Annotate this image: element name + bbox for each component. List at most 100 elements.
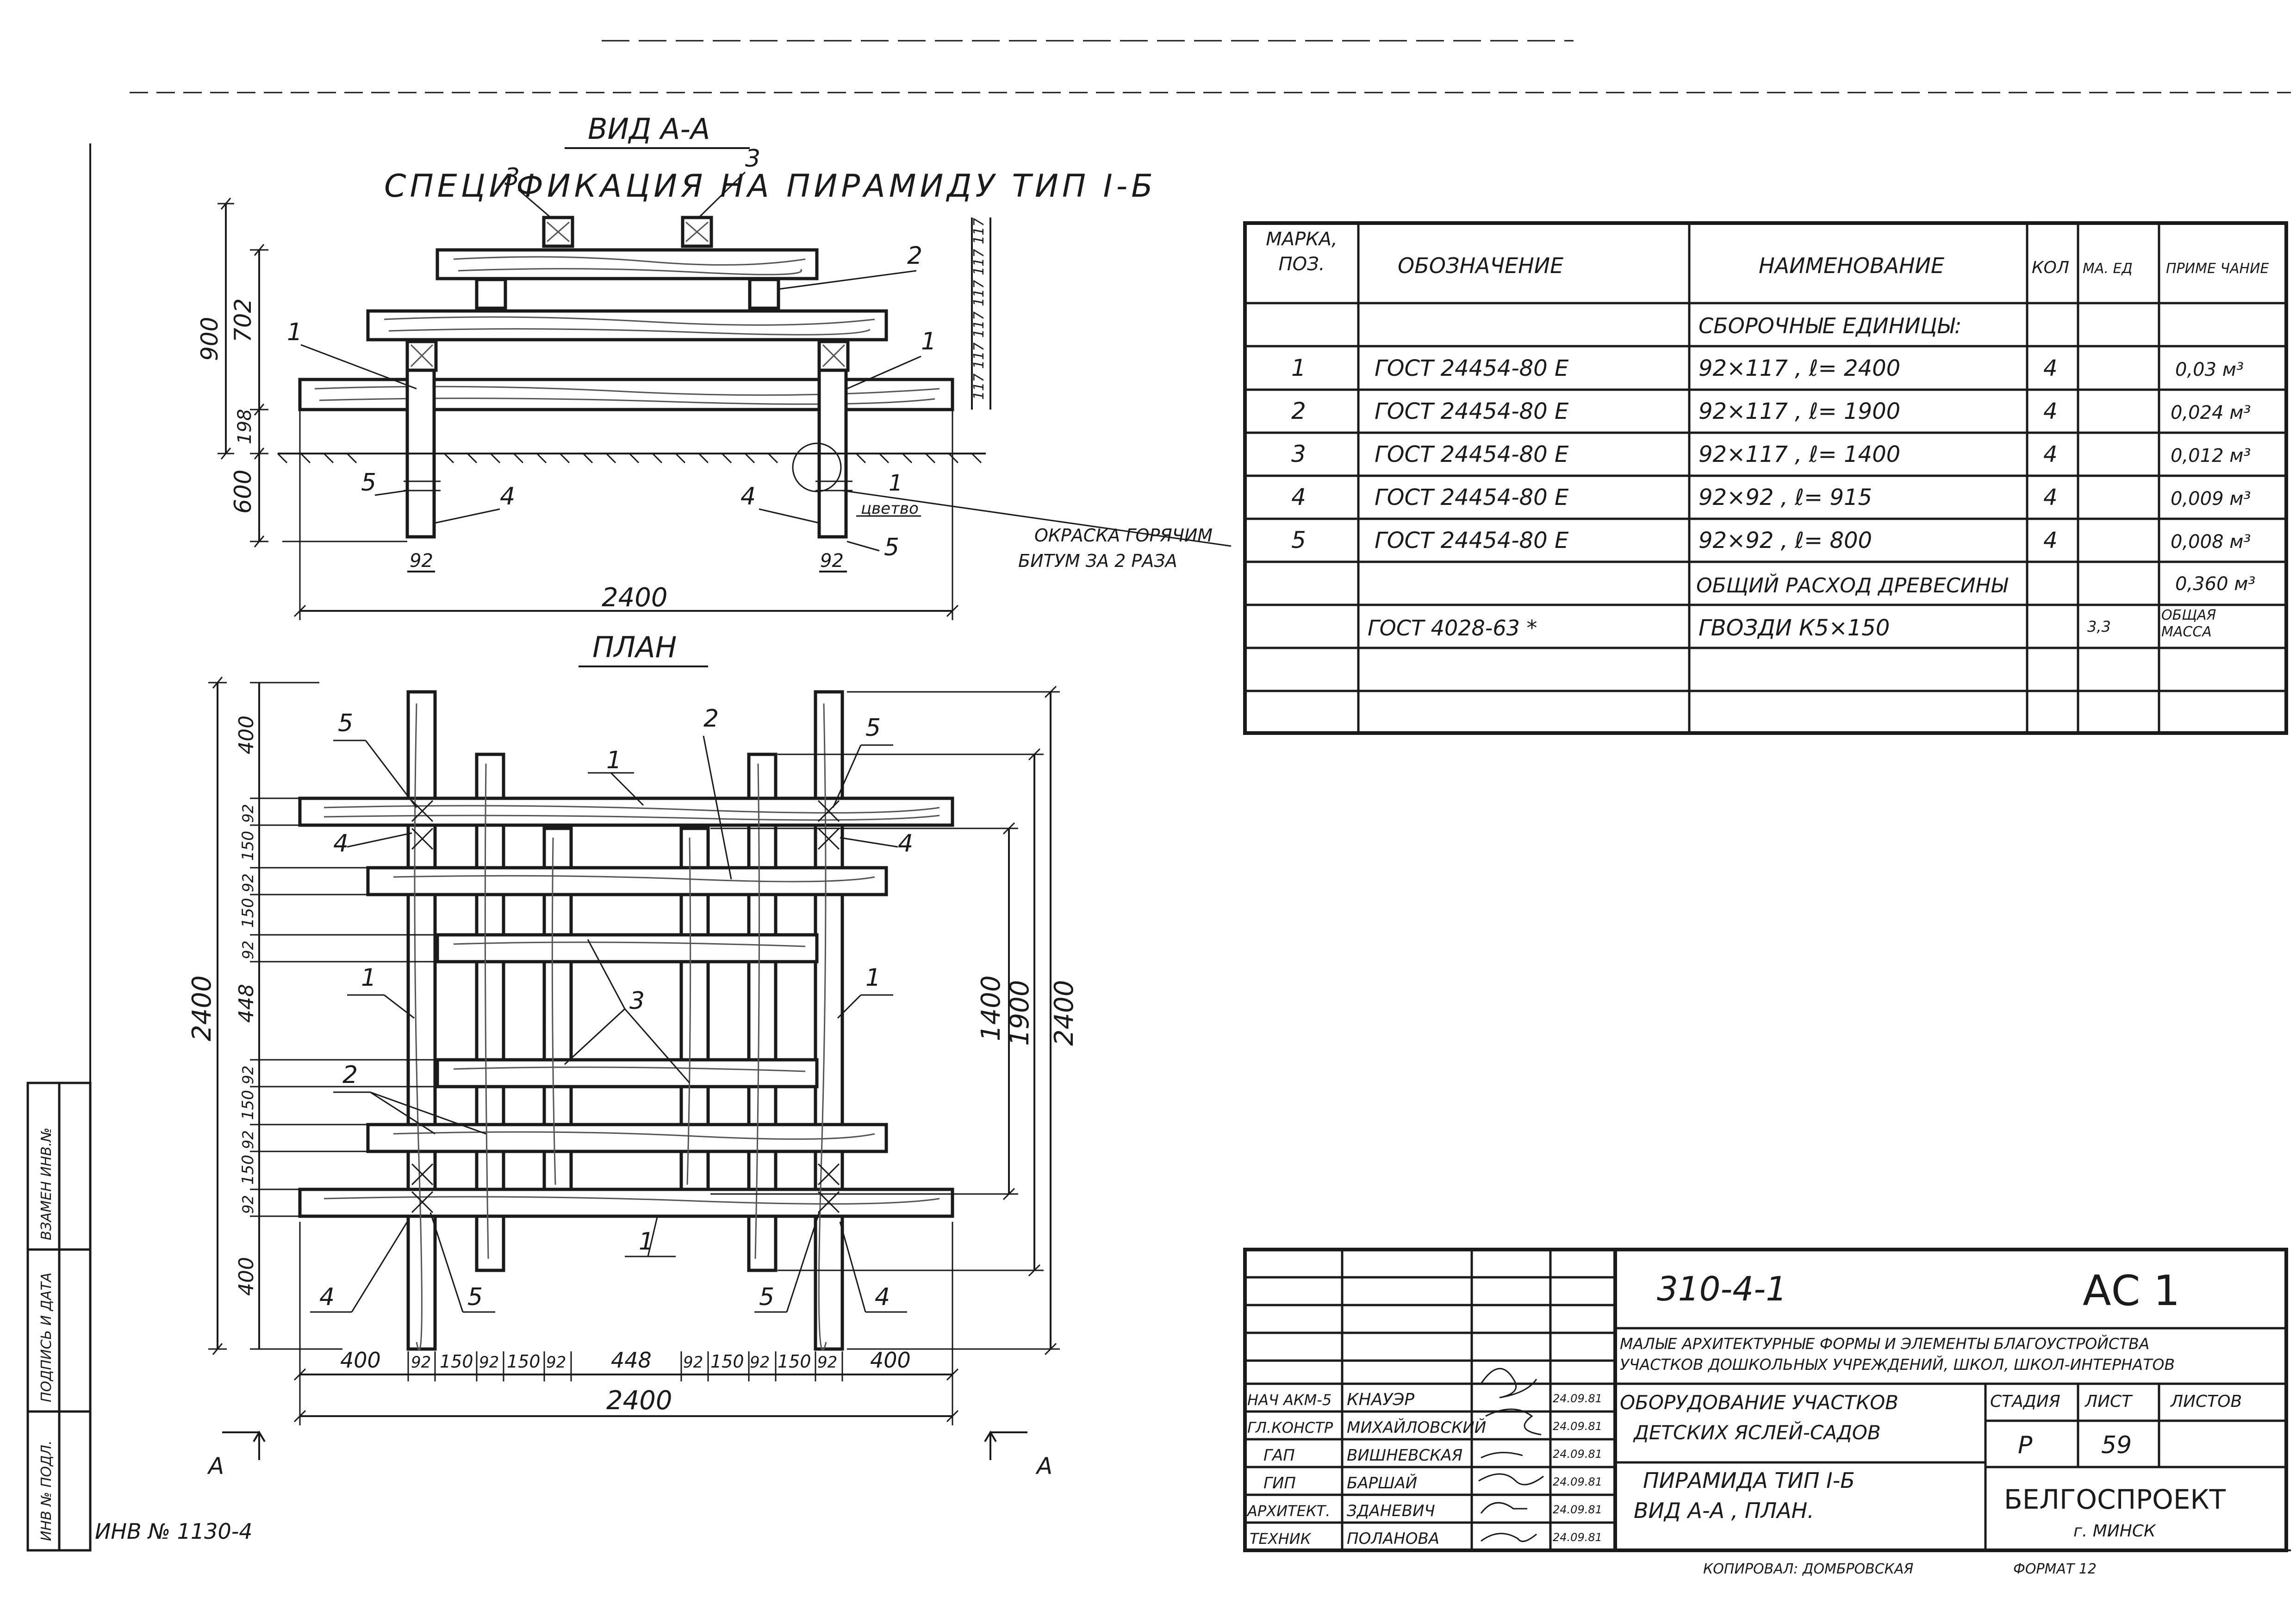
- spec-row-3-doc: ГОСТ 24454-80 Е: [1375, 442, 1569, 467]
- dim-1900: 1900: [1005, 980, 1035, 1046]
- section-line1: ОБОРУДОВАНИЕ УЧАСТКОВ: [1620, 1391, 1898, 1414]
- vdim-8: 150: [239, 1090, 257, 1120]
- sheet-format: ФОРМАТ 12: [2013, 1561, 2097, 1577]
- dim-117-6: 117: [971, 373, 987, 400]
- dim-198: 198: [234, 409, 255, 444]
- spec-row-4-qty: 4: [2043, 485, 2058, 510]
- spec-header-mass: МА. ЕД: [2083, 261, 2133, 277]
- callout-3b: 3: [745, 145, 760, 173]
- staff-date-2: 24.09.81: [1553, 1420, 1602, 1433]
- sheet-title-line2: ВИД А-А , ПЛАН.: [1634, 1498, 1814, 1523]
- spec-row-3-qty: 4: [2043, 442, 2058, 467]
- doc-code: 310-4-1: [1657, 1269, 1787, 1308]
- callout-5b: 5: [884, 534, 899, 561]
- plan-callout-1b: 1: [361, 964, 376, 992]
- spec-row-1-doc: ГОСТ 24454-80 Е: [1375, 355, 1569, 381]
- spec-row-3-name: 92×117 , ℓ= 1400: [1699, 442, 1900, 467]
- org-name: БЕЛГОСПРОЕКТ: [2004, 1484, 2226, 1515]
- plan-callout-4c: 4: [319, 1283, 335, 1311]
- spec-row-3-note: 0,012 м³: [2171, 445, 2251, 466]
- dim-117-2: 117: [971, 249, 987, 275]
- spec-row-4-pos: 4: [1291, 484, 1306, 510]
- staff-name-5: ЗДАНЕВИЧ: [1347, 1502, 1435, 1520]
- callout-4a: 4: [500, 483, 515, 510]
- hdim-total: 2400: [606, 1386, 672, 1416]
- vdim-10: 150: [239, 1155, 257, 1185]
- staff-date-6: 24.09.81: [1553, 1531, 1602, 1544]
- staff-date-3: 24.09.81: [1553, 1448, 1602, 1461]
- dim-92b: 92: [820, 550, 844, 572]
- view-aa: ВИД А-А 3 3: [196, 112, 1232, 620]
- vdim-9: 92: [239, 1130, 257, 1149]
- spec-nails-doc: ГОСТ 4028-63 *: [1368, 616, 1537, 640]
- spec-total-note: 0,360 м³: [2175, 573, 2255, 595]
- spec-header-designation: ОБОЗНАЧЕНИЕ: [1398, 253, 1563, 278]
- dim-2400-right: 2400: [1049, 980, 1079, 1046]
- hdim-8: 150: [710, 1351, 744, 1372]
- sheet-title-line1: ПИРАМИДА ТИП I-Б: [1643, 1468, 1855, 1493]
- staff-date-1: 24.09.81: [1553, 1392, 1602, 1405]
- stage-label: СТАДИЯ: [1990, 1392, 2060, 1411]
- spec-header-qty: КОЛ: [2032, 258, 2069, 277]
- spec-title: СПЕЦИФИКАЦИЯ НА ПИРАМИДУ ТИП I-Б: [384, 168, 1157, 205]
- callout-1a: 1: [287, 318, 302, 346]
- staff-role-3: ГАП: [1263, 1446, 1295, 1465]
- sheet-value: 59: [2101, 1431, 2132, 1459]
- dim-117-3: 117: [971, 280, 987, 306]
- detail-label: цветво: [861, 499, 919, 518]
- spec-section: СБОРОЧНЫЕ ЕДИНИЦЫ:: [1699, 313, 1962, 338]
- staff-role-1: НАЧ АКМ-5: [1247, 1391, 1332, 1409]
- beam-1-elevation: [298, 378, 954, 411]
- signatures: [1478, 1368, 1544, 1542]
- hdim-2: 150: [440, 1351, 473, 1372]
- plan-callout-2b: 2: [342, 1061, 358, 1089]
- spec-row-4-name: 92×92 , ℓ= 915: [1699, 485, 1872, 510]
- vdim-1: 92: [239, 804, 257, 823]
- staff-name-1: КНАУЭР: [1347, 1390, 1414, 1409]
- staff-name-6: ПОЛАНОВА: [1347, 1530, 1439, 1548]
- spec-row-4-doc: ГОСТ 24454-80 Е: [1375, 485, 1569, 510]
- vdim-3: 92: [239, 873, 257, 892]
- callout-2: 2: [907, 242, 922, 270]
- plan-callout-5a: 5: [338, 709, 353, 737]
- dim-117-5: 117: [971, 342, 987, 369]
- hdim-11: 92: [817, 1353, 837, 1372]
- vdim-4: 150: [239, 898, 257, 928]
- callout-1b: 1: [921, 328, 936, 355]
- plan-beam-3-bottom: [436, 1058, 819, 1088]
- vdim-11: 92: [239, 1195, 257, 1214]
- spec-nails-mass: 3,3: [2087, 618, 2111, 635]
- spec-row-1-note: 0,03 м³: [2175, 359, 2244, 380]
- dim-1400: 1400: [976, 975, 1006, 1041]
- hdim-12: 400: [870, 1348, 911, 1373]
- view-aa-title: ВИД А-А: [588, 112, 710, 146]
- inv-number: ИНВ № 1130-4: [95, 1519, 253, 1544]
- vdim-2: 150: [239, 831, 257, 861]
- spec-row-5-note: 0,008 м³: [2171, 531, 2251, 553]
- vdim-6: 448: [235, 984, 258, 1023]
- dim-117-4: 117: [971, 311, 987, 338]
- hdim-4: 150: [507, 1351, 541, 1372]
- dim-2400-elev: 2400: [602, 583, 668, 613]
- staff-role-4: ГИП: [1263, 1474, 1296, 1492]
- hdim-7: 92: [683, 1353, 703, 1372]
- plan-callout-5b: 5: [865, 714, 881, 742]
- vdim-total: 2400: [187, 975, 217, 1041]
- stamp-sign-date: ПОДПИСЬ И ДАТА: [38, 1273, 55, 1402]
- org-city: г. МИНСК: [2073, 1522, 2156, 1541]
- spec-nails-name: ГВОЗДИ К5×150: [1699, 615, 1890, 641]
- callout-3a: 3: [504, 163, 520, 191]
- spec-nails-note: ОБЩАЯ МАССА: [2161, 607, 2216, 640]
- spec-row-2-doc: ГОСТ 24454-80 Е: [1375, 398, 1569, 424]
- stamp-inv-orig: ИНВ № ПОДЛ.: [38, 1440, 55, 1541]
- hdim-10: 150: [778, 1351, 811, 1372]
- spec-row-5-doc: ГОСТ 24454-80 Е: [1375, 528, 1569, 553]
- staff-name-3: ВИШНЕВСКАЯ: [1347, 1446, 1462, 1465]
- project-line2: УЧАСТКОВ ДОШКОЛЬНЫХ УЧРЕЖДЕНИЙ, ШКОЛ, ШК…: [1620, 1355, 2175, 1374]
- hdim-9: 92: [750, 1353, 770, 1372]
- callout-4b: 4: [740, 483, 756, 510]
- title-block: 310-4-1 АС 1 МАЛЫЕ АРХИТЕКТУРНЫЕ ФОРМЫ И…: [1243, 1248, 2288, 1577]
- vdim-7: 92: [239, 1065, 257, 1084]
- spec-row-2-note: 0,024 м³: [2171, 402, 2251, 423]
